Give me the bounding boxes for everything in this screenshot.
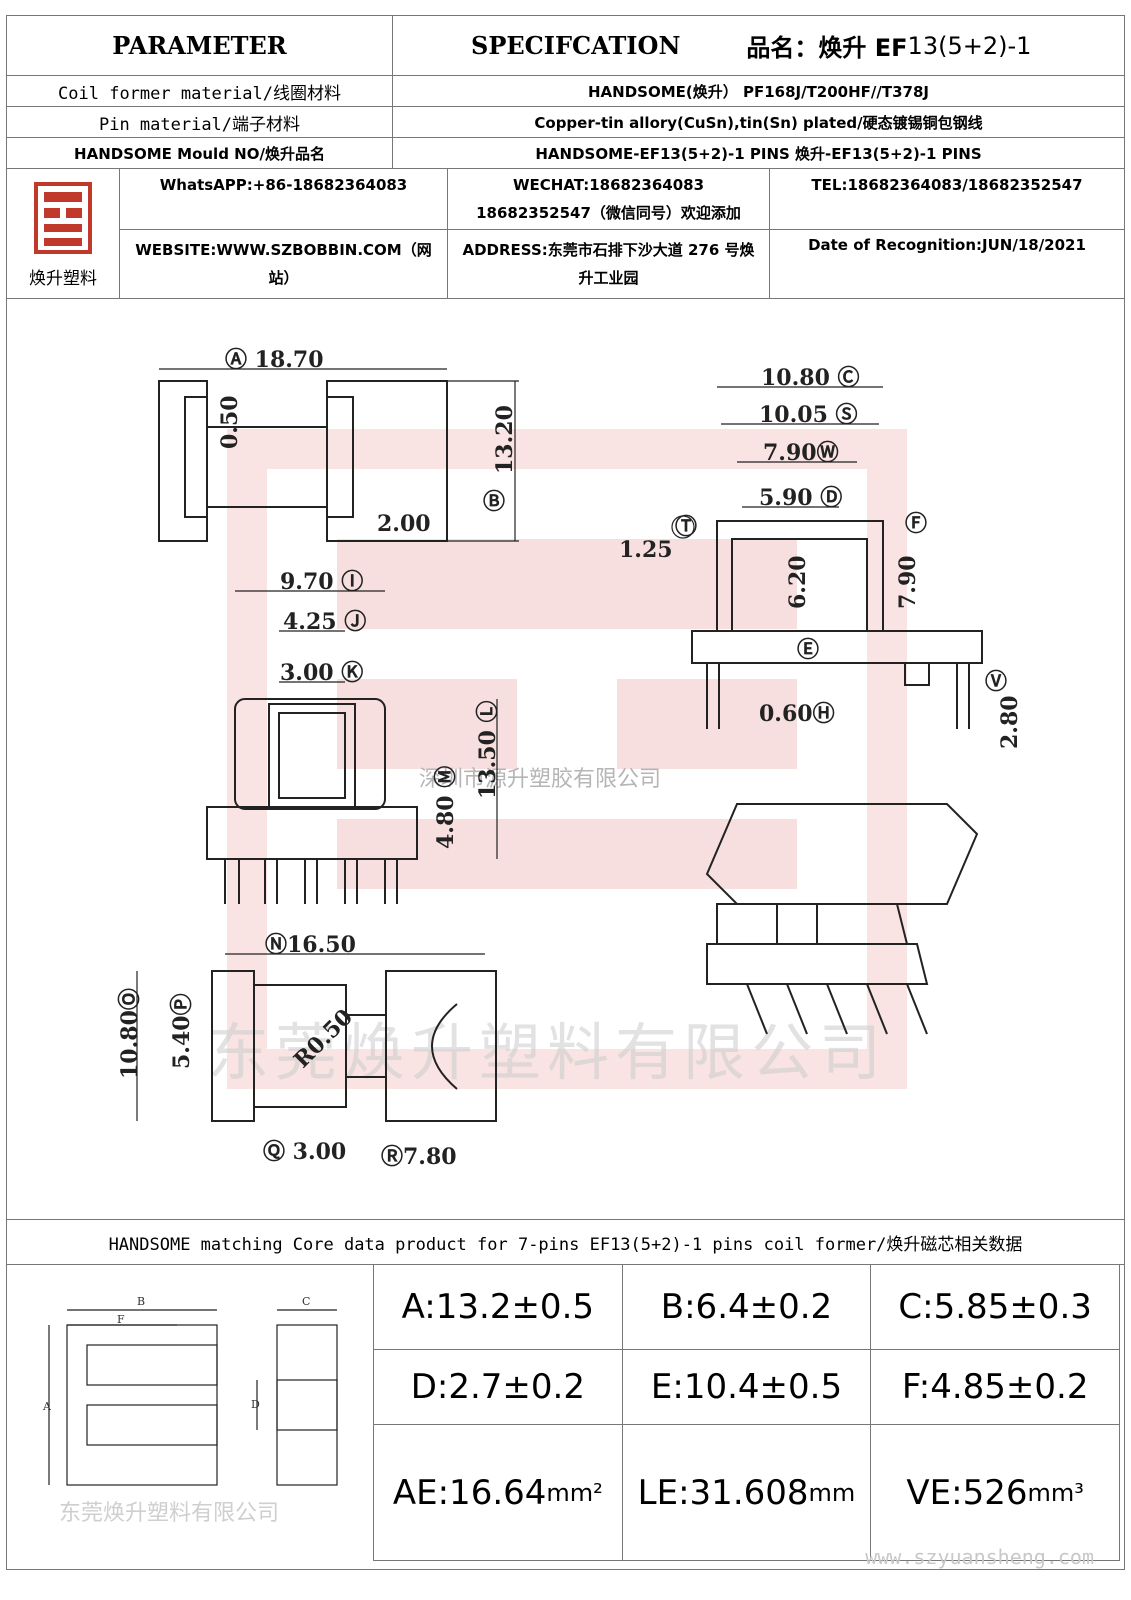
parameter-heading: PARAMETER	[112, 31, 287, 60]
coil-former-value: HANDSOME(焕升） PF168J/T200HF//T378J	[392, 76, 1124, 106]
dim-10-80-c: 10.80 Ⓒ	[761, 365, 860, 391]
side-view: Ⓐ 18.70 0.50 13.20 Ⓑ 2.00	[158, 347, 519, 542]
watermark-logo-icon	[227, 429, 907, 1089]
address: ADDRESS:东莞市石排下沙大道 276 号焕升工业园	[447, 229, 769, 298]
label-e: Ⓔ	[797, 637, 819, 663]
core-cell-d: D:2.7±0.2	[374, 1350, 623, 1425]
core-label-c: C	[302, 1295, 310, 1308]
header-row: PARAMETER SPECIFCATION 品名：焕升 EF 13(5+2)-…	[7, 16, 1124, 76]
spec-row-mould: HANDSOME Mould NO/焕升品名 HANDSOME-EF13(5+2…	[7, 138, 1124, 169]
core-watermark: 东莞焕升塑料有限公司	[59, 1501, 279, 1526]
specification-heading: SPECIFCATION	[471, 31, 681, 60]
mould-no-label: HANDSOME Mould NO/焕升品名	[74, 144, 325, 163]
dim-a: Ⓐ 18.70	[225, 347, 324, 373]
isometric-view	[705, 803, 979, 1035]
label-f: Ⓕ	[905, 511, 927, 537]
website-watermark: www.szyuansheng.com	[865, 1545, 1094, 1569]
dim-2-00: 2.00	[377, 511, 431, 537]
dim-16-50: Ⓝ16.50	[265, 932, 356, 958]
dim-7-90-w: 7.90Ⓦ	[763, 440, 839, 466]
dim-7-80: Ⓡ7.80	[381, 1144, 457, 1170]
core-label-b: B	[137, 1295, 145, 1308]
technical-drawing: 深圳市源升塑胶有限公司 东莞焕升塑料有限公司 Ⓐ 18.70 0.50 13.2…	[117, 347, 1023, 1170]
core-data-area: B F C A D 东莞焕升塑料有限公司 A:13.2±0.5 B:6.4±0.…	[7, 1265, 1124, 1569]
core-label-a: A	[42, 1400, 52, 1413]
date-of-recognition: Date of Recognition:JUN/18/2021	[769, 229, 1124, 298]
spec-row-coil: Coil former material/线圈材料 HANDSOME(焕升） P…	[7, 76, 1124, 107]
dim-4-25: 4.25 Ⓙ	[283, 609, 366, 635]
logo: 焕升塑料	[7, 169, 119, 298]
mould-no-value: HANDSOME-EF13(5+2)-1 PINS 焕升-EF13(5+2)-1…	[392, 138, 1124, 168]
core-cell-e: E:10.4±0.5	[622, 1350, 872, 1425]
dim-1-25: 1.25	[619, 537, 673, 563]
product-name-prefix: 品名：焕升 EF	[746, 34, 908, 62]
dim-13-20: 13.20	[492, 405, 518, 474]
wechat-line-1: WECHAT:18682364083	[512, 176, 704, 194]
right-view: 10.80 Ⓒ 10.05 Ⓢ 7.90Ⓦ 5.90 Ⓓ Ⓣ 1.25 Ⓕ 6.…	[619, 365, 1023, 749]
core-cell-b: B:6.4±0.2	[622, 1265, 872, 1350]
tel: TEL:18682364083/18682352547	[769, 169, 1124, 229]
core-cell-c: C:5.85±0.3	[871, 1265, 1120, 1350]
dim-0-50: 0.50	[217, 395, 243, 449]
contact-block: 焕升塑料 WhatsAPP:+86-18682364083 WECHAT:186…	[7, 169, 1124, 299]
pin-material-value: Copper-tin allory(CuSn),tin(Sn) plated/硬…	[392, 107, 1124, 137]
dim-5-90: 5.90 Ⓓ	[759, 485, 842, 511]
core-data-grid: A:13.2±0.5 B:6.4±0.2 C:5.85±0.3 D:2.7±0.…	[373, 1265, 1120, 1561]
core-label-d: D	[251, 1398, 260, 1411]
spec-sheet: PARAMETER SPECIFCATION 品名：焕升 EF 13(5+2)-…	[6, 15, 1125, 1570]
core-cell-a: A:13.2±0.5	[374, 1265, 623, 1350]
watermark-text-small: 深圳市源升塑胶有限公司	[419, 767, 661, 792]
whatsapp: WhatsAPP:+86-18682364083	[159, 176, 408, 194]
watermark-text-big: 东莞焕升塑料有限公司	[207, 1016, 887, 1089]
label-v: Ⓥ	[985, 669, 1007, 695]
spec-row-pin: Pin material/端子材料 Copper-tin allory(CuSn…	[7, 107, 1124, 138]
dim-4-80: 4.80 Ⓜ	[433, 766, 459, 849]
dim-7-90: 7.90	[895, 555, 921, 609]
product-name-suffix: 13(5+2)-1	[907, 31, 1032, 60]
dim-b: Ⓑ	[483, 489, 505, 515]
pin-material-label: Pin material/端子材料	[98, 114, 301, 135]
dim-6-20: 6.20	[785, 555, 811, 609]
logo-text: 焕升塑料	[29, 269, 97, 289]
dim-5-40: 5.40Ⓟ	[169, 993, 195, 1069]
dim-3-00-q: Ⓠ 3.00	[263, 1139, 346, 1165]
core-data-title: HANDSOME matching Core data product for …	[7, 1219, 1124, 1265]
coil-former-label: Coil former material/线圈材料	[58, 83, 341, 104]
dim-0-60: 0.60Ⓗ	[759, 701, 835, 727]
logo-mark-icon	[34, 182, 92, 254]
website: WEBSITE:WWW.SZBOBBIN.COM（网站）	[135, 240, 432, 287]
wechat-line-2: 18682352547（微信同号）欢迎添加	[476, 204, 741, 222]
dim-9-70: 9.70 Ⓘ	[280, 569, 363, 595]
front-view: 9.70 Ⓘ 4.25 Ⓙ 3.00 Ⓚ 13.50 Ⓛ 4.80 Ⓜ	[206, 569, 501, 904]
dim-10-05: 10.05 Ⓢ	[759, 402, 858, 428]
dim-2-80: 2.80	[997, 695, 1023, 749]
dim-10-80-o: 10.80Ⓞ	[117, 988, 143, 1079]
core-cell-f: F:4.85±0.2	[871, 1350, 1120, 1425]
dim-3-00: 3.00 Ⓚ	[280, 660, 363, 686]
label-t: Ⓣ	[675, 514, 697, 540]
core-label-f: F	[117, 1313, 125, 1326]
dim-13-50: 13.50 Ⓛ	[475, 700, 501, 799]
core-diagram: B F C A D 东莞焕升塑料有限公司	[42, 1295, 338, 1526]
